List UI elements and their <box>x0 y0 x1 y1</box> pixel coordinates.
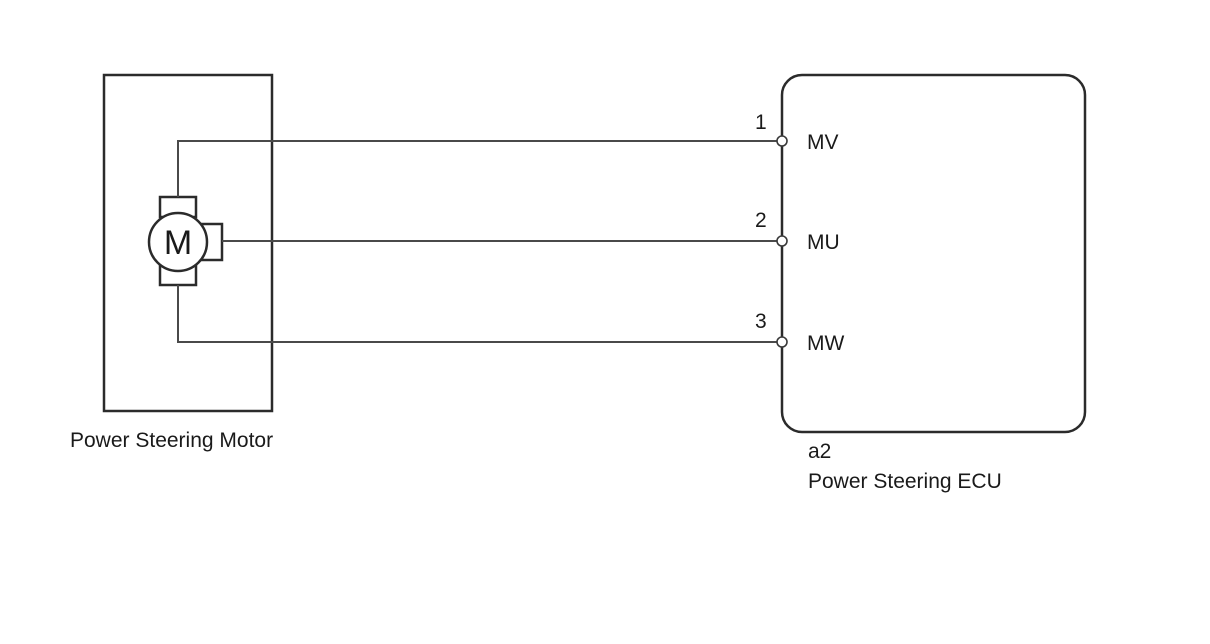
ecu-component-label: Power Steering ECU <box>808 470 1002 493</box>
wire-mw: 3 MW <box>177 285 844 355</box>
terminal-label-mw: MW <box>807 332 844 355</box>
motor-symbol-letter: M <box>164 224 192 262</box>
pin-number-1: 1 <box>755 111 767 134</box>
motor-symbol: M <box>147 195 224 287</box>
motor-armature-circle <box>147 211 209 273</box>
terminal-label-mv: MV <box>807 131 839 154</box>
ecu-connector-id: a2 <box>808 440 831 463</box>
ecu-enclosure-box <box>780 73 1087 434</box>
wire-mw-line <box>177 285 777 343</box>
terminal-pin-2 <box>776 235 788 247</box>
pin-number-3: 3 <box>755 310 767 333</box>
terminal-label-mu: MU <box>807 231 840 254</box>
wire-mu: 2 MU <box>222 209 840 254</box>
terminal-pin-3 <box>776 336 788 348</box>
terminal-pin-1 <box>776 135 788 147</box>
motor-component: M Power Steering Motor <box>70 73 274 452</box>
ecu-component: a2 Power Steering ECU <box>780 73 1087 493</box>
wire-mv-line <box>177 140 777 197</box>
pin-number-2: 2 <box>755 209 767 232</box>
motor-enclosure-box <box>102 73 274 413</box>
motor-component-label: Power Steering Motor <box>70 429 273 452</box>
wire-mv: 1 MV <box>177 111 839 197</box>
